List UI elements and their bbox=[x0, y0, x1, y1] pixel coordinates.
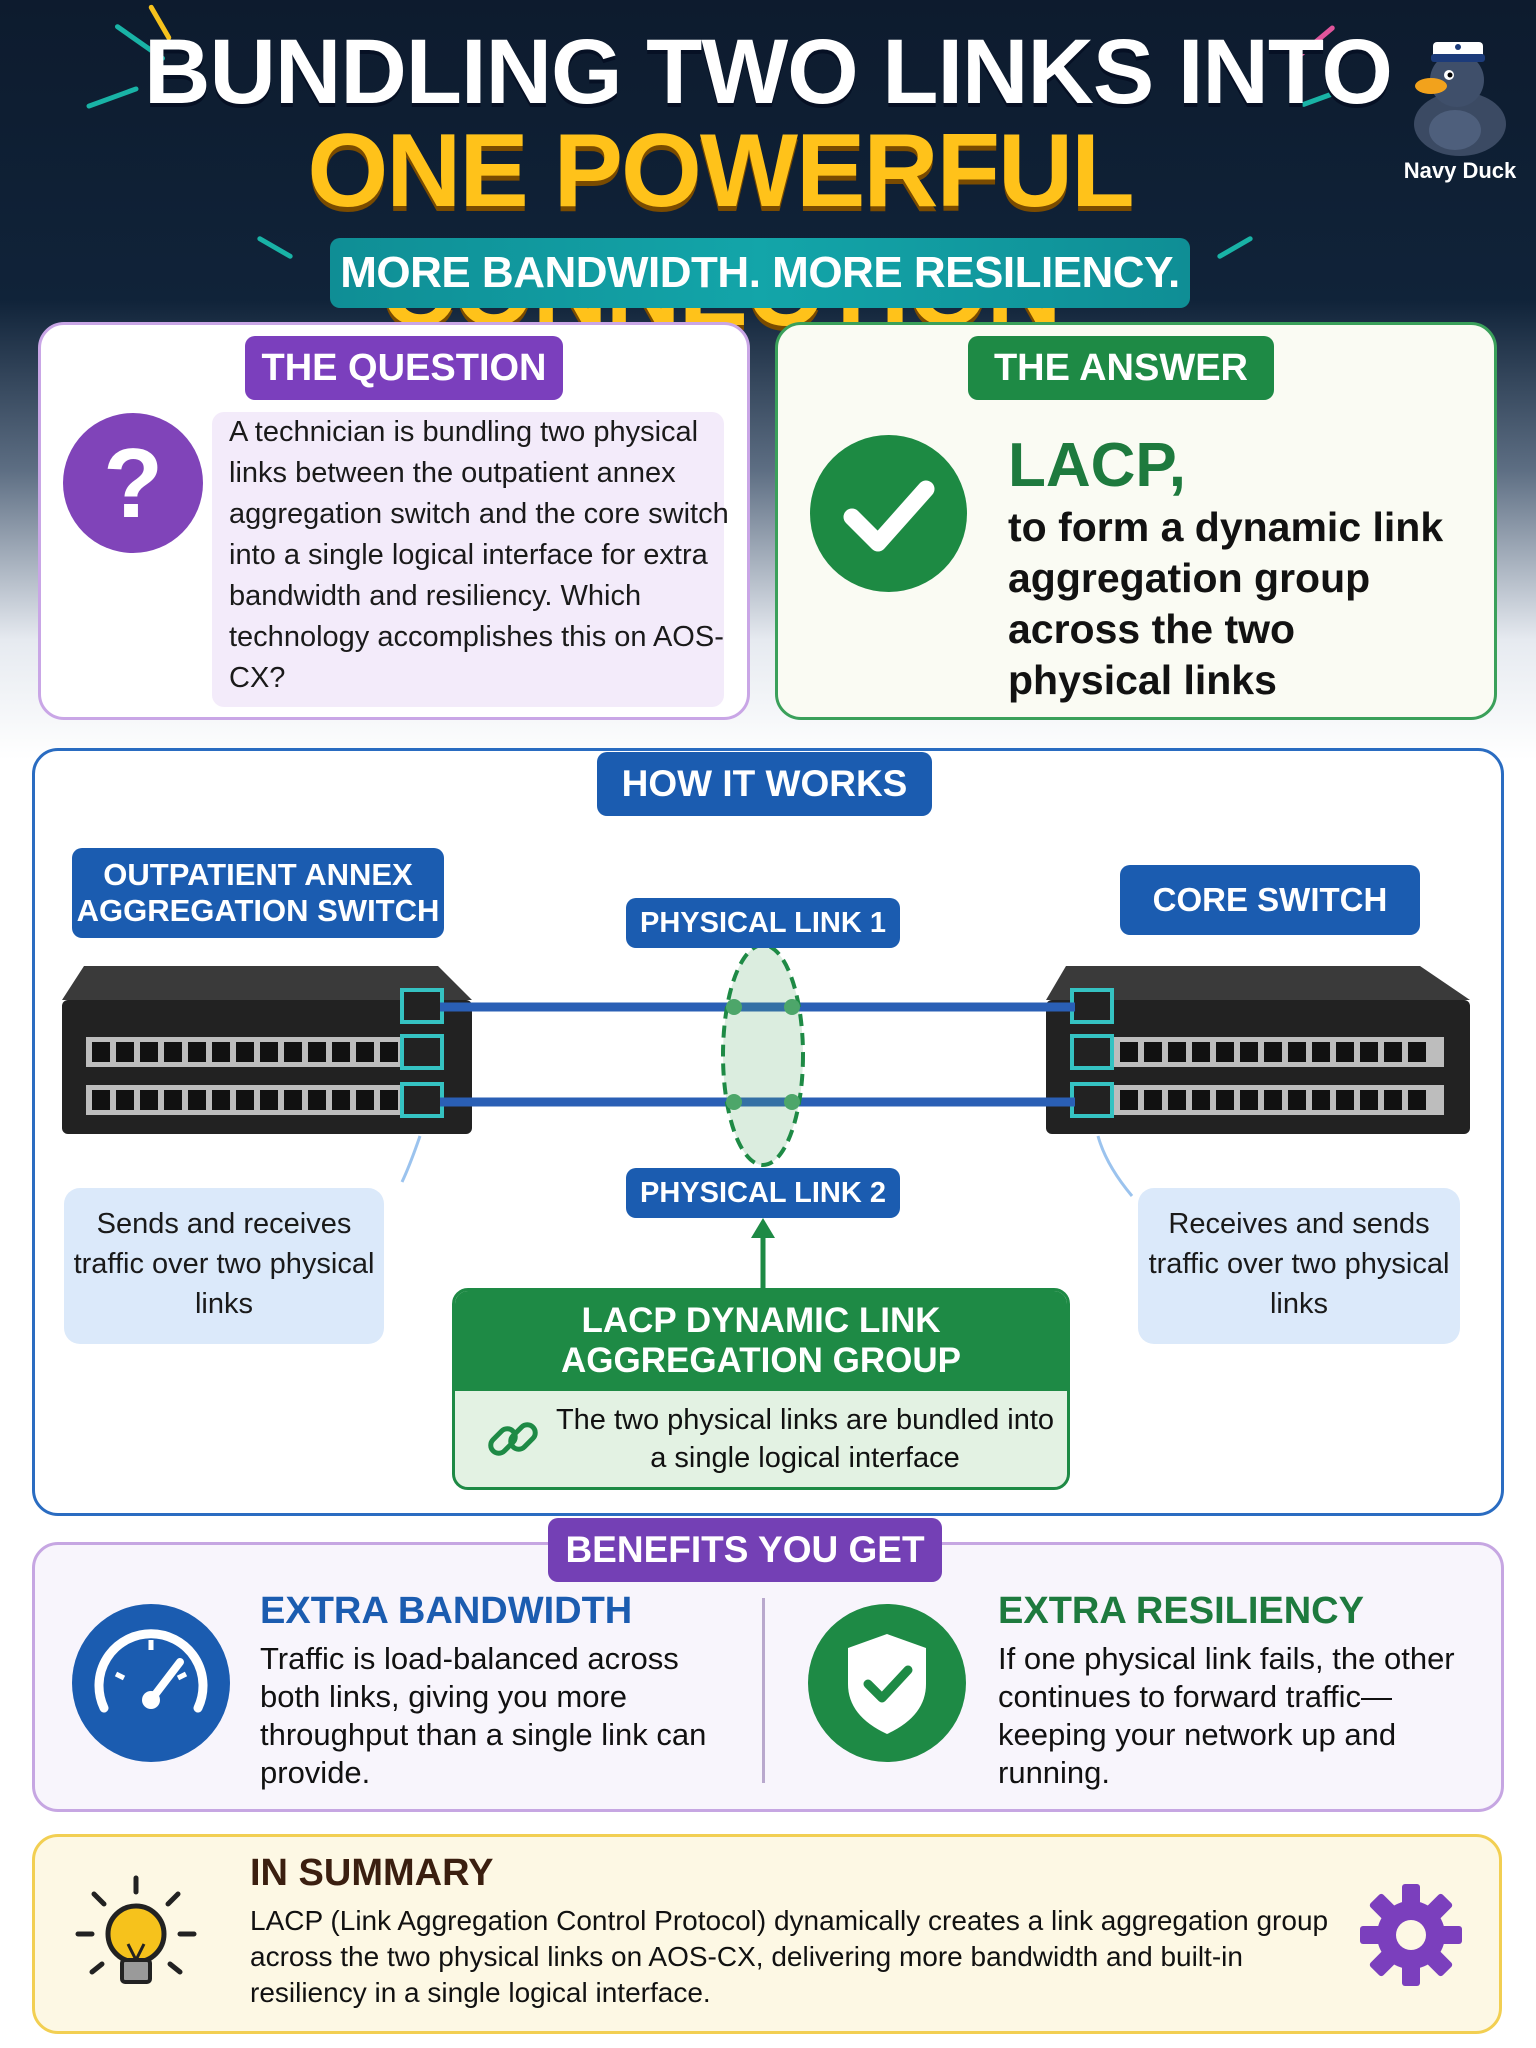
right-switch-note: Receives and sends traffic over two phys… bbox=[1138, 1188, 1460, 1344]
physical-link-1-label: PHYSICAL LINK 1 bbox=[626, 898, 900, 948]
summary-title: IN SUMMARY bbox=[250, 1852, 494, 1894]
resiliency-title: EXTRA RESILIENCY bbox=[998, 1590, 1364, 1632]
physical-link-2-label: PHYSICAL LINK 2 bbox=[626, 1168, 900, 1218]
shield-check-icon bbox=[808, 1604, 966, 1767]
topology-diagram bbox=[62, 943, 1470, 1288]
duck-logo bbox=[1395, 12, 1525, 192]
summary-card bbox=[32, 1834, 1502, 2034]
lacp-group-text: The two physical links are bundled into … bbox=[555, 1404, 1055, 1474]
right-switch bbox=[1046, 966, 1470, 1134]
left-switch-label: OUTPATIENT ANNEX AGGREGATION SWITCH bbox=[72, 848, 444, 938]
how-it-works-label: HOW IT WORKS bbox=[597, 752, 932, 816]
chain-link-icon bbox=[483, 1409, 543, 1474]
benefits-label: BENEFITS YOU GET bbox=[548, 1518, 942, 1582]
question-text: A technician is bundling two physical li… bbox=[229, 416, 729, 694]
speedometer-icon bbox=[72, 1604, 230, 1767]
question-label: THE QUESTION bbox=[245, 336, 563, 400]
resiliency-text: If one physical link fails, the other co… bbox=[998, 1641, 1455, 1790]
check-icon bbox=[810, 435, 967, 592]
benefits-divider bbox=[762, 1598, 765, 1783]
summary-text: LACP (Link Aggregation Control Protocol)… bbox=[250, 1905, 1329, 2008]
right-switch-label: CORE SWITCH bbox=[1120, 865, 1420, 935]
title-line-1: BUNDLING TWO LINKS INTO bbox=[144, 21, 1393, 123]
answer-text: to form a dynamic link aggregation group… bbox=[1008, 504, 1444, 703]
bandwidth-text: Traffic is load-balanced across both lin… bbox=[260, 1641, 707, 1790]
lacp-group-card: LACP DYNAMIC LINK AGGREGATION GROUP The … bbox=[452, 1288, 1070, 1490]
left-switch-note: Sends and receives traffic over two phys… bbox=[64, 1188, 384, 1344]
subtitle-ribbon: MORE BANDWIDTH. MORE RESILIENCY. bbox=[330, 238, 1190, 308]
brand-name: Navy Duck bbox=[1403, 158, 1517, 183]
left-switch bbox=[62, 966, 472, 1134]
gear-icon bbox=[1356, 1880, 1466, 1995]
answer-headline: LACP, bbox=[1008, 431, 1187, 500]
bundle-ellipse bbox=[721, 943, 805, 1167]
lacp-group-title: LACP DYNAMIC LINK AGGREGATION GROUP bbox=[455, 1291, 1067, 1391]
lightbulb-icon bbox=[72, 1872, 200, 2005]
question-text-box bbox=[212, 412, 724, 707]
bandwidth-title: EXTRA BANDWIDTH bbox=[260, 1590, 633, 1632]
answer-label: THE ANSWER bbox=[968, 336, 1274, 400]
benefits-card bbox=[32, 1542, 1504, 1812]
question-icon: ? bbox=[63, 413, 203, 553]
